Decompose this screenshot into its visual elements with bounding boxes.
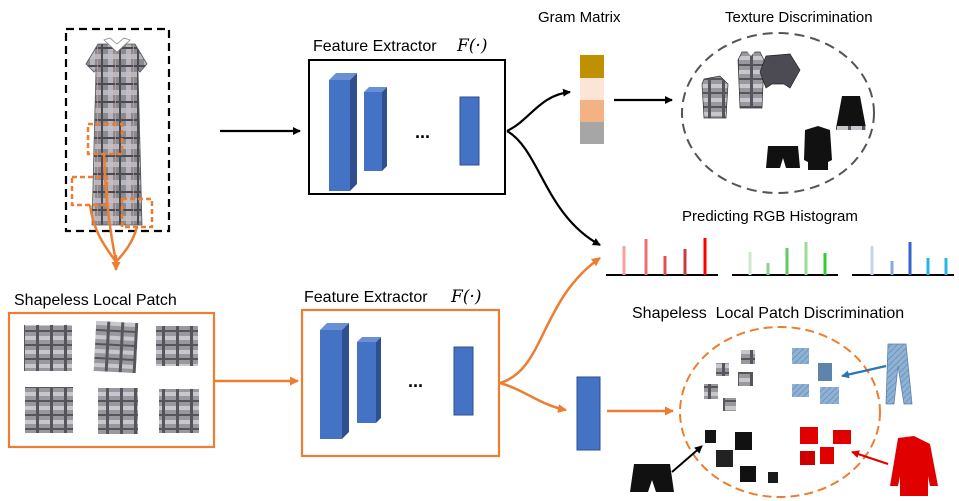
rgb-histogram-green bbox=[732, 242, 838, 276]
arrow-to-histogram-from-bottom bbox=[499, 256, 601, 385]
rgb-histogram-red bbox=[606, 238, 718, 276]
arrow-to-patch-vector bbox=[499, 381, 567, 413]
gram-matrix-vector bbox=[580, 55, 604, 144]
shapeless-local-patch-label: Shapeless Local Patch bbox=[14, 292, 177, 309]
cnn-layers-bottom bbox=[320, 323, 474, 439]
patch-discrimination-circle bbox=[679, 326, 881, 498]
ellipsis-top: ... bbox=[415, 122, 430, 142]
black-shorts-icon bbox=[630, 464, 674, 492]
patch-extraction-arrows bbox=[88, 153, 139, 271]
arrow-to-histogram-from-top bbox=[506, 130, 601, 246]
ellipsis-bottom: ... bbox=[408, 371, 423, 391]
jeans-assignment-arrow bbox=[841, 364, 887, 379]
shorts-assignment-arrow bbox=[671, 445, 703, 473]
denim-jeans-icon bbox=[885, 343, 913, 405]
texture-discrimination-label: Texture Discrimination bbox=[725, 9, 873, 26]
feature-extractor-top-label: Feature Extractor bbox=[313, 38, 437, 55]
predicting-rgb-histogram-label: Predicting RGB Histogram bbox=[682, 208, 858, 225]
fabric-patch-icon bbox=[24, 320, 199, 434]
dress-dashed-frame bbox=[64, 27, 171, 233]
rgb-histogram-blue bbox=[852, 242, 954, 276]
shapeless-patch-discrimination-label: Shapeless Local Patch Discrimination bbox=[632, 305, 904, 322]
function-notation-bottom: F(·) bbox=[450, 287, 481, 307]
red-patch-cluster bbox=[800, 427, 851, 465]
red-sweater-icon bbox=[890, 436, 938, 496]
plaid-dress-icon bbox=[85, 37, 148, 226]
denim-patch-cluster bbox=[792, 348, 839, 404]
function-notation-top: F(·) bbox=[456, 36, 487, 56]
sweater-assignment-arrow bbox=[851, 450, 889, 466]
clothing-items-icon bbox=[701, 50, 866, 170]
black-patch-cluster bbox=[705, 430, 778, 483]
feature-extractor-bottom-label: Feature Extractor bbox=[304, 289, 428, 306]
arrow-to-gram bbox=[506, 88, 571, 132]
gram-matrix-label: Gram Matrix bbox=[538, 9, 621, 26]
patch-feature-vector bbox=[576, 376, 601, 451]
input-dress bbox=[64, 27, 171, 271]
cnn-layers-top bbox=[329, 73, 480, 191]
plaid-patch-cluster bbox=[704, 350, 755, 411]
texture-discrimination-circle bbox=[681, 32, 875, 194]
